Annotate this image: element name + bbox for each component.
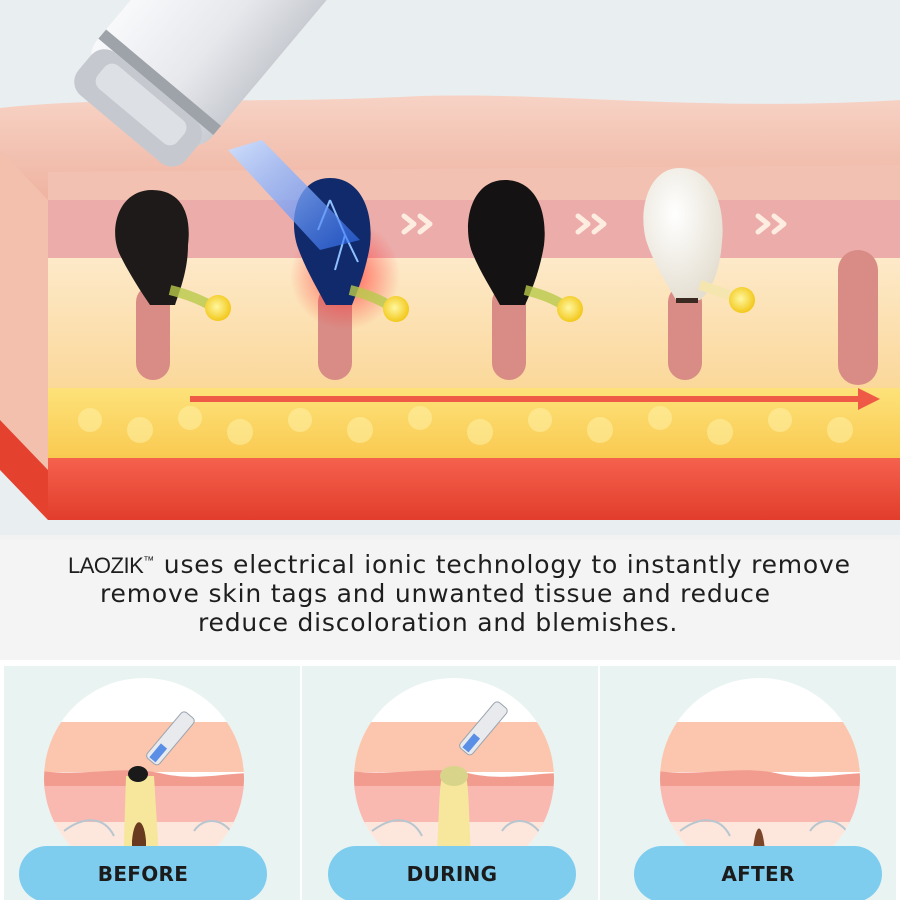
brand-name: LAOZIK bbox=[68, 553, 144, 578]
skin-cross-section-illustration bbox=[0, 0, 900, 520]
dark-lesion-icon bbox=[468, 180, 583, 322]
dark-lesion-icon bbox=[115, 190, 231, 321]
trademark-symbol: ™ bbox=[143, 555, 156, 567]
before-label: BEFORE bbox=[97, 862, 189, 886]
caption-line-3: reduce discoloration and blemishes. bbox=[198, 608, 679, 637]
during-label: DURING bbox=[406, 862, 498, 886]
ionic-pen-device bbox=[74, 0, 333, 167]
during-label-pill: DURING bbox=[328, 846, 576, 900]
before-during-after-panels: BEFORE DURING bbox=[0, 660, 900, 900]
caption-line-1-text: uses electrical ionic technology to inst… bbox=[155, 550, 851, 579]
before-label-pill: BEFORE bbox=[19, 846, 267, 900]
panel-during: DURING bbox=[302, 666, 598, 900]
after-label-pill: AFTER bbox=[634, 846, 882, 900]
during-skin-illustration bbox=[354, 678, 554, 878]
caption-line-2: remove skin tags and unwanted tissue and… bbox=[100, 579, 771, 608]
white-lesion-icon bbox=[643, 168, 755, 313]
after-label: AFTER bbox=[721, 862, 795, 886]
description-caption: LAOZIK™ uses electrical ionic technology… bbox=[0, 540, 900, 660]
hero-illustration bbox=[0, 0, 900, 520]
panel-before: BEFORE bbox=[4, 666, 300, 900]
panel-after: AFTER bbox=[600, 666, 896, 900]
caption-line-1: LAOZIK™ uses electrical ionic technology… bbox=[68, 550, 851, 579]
